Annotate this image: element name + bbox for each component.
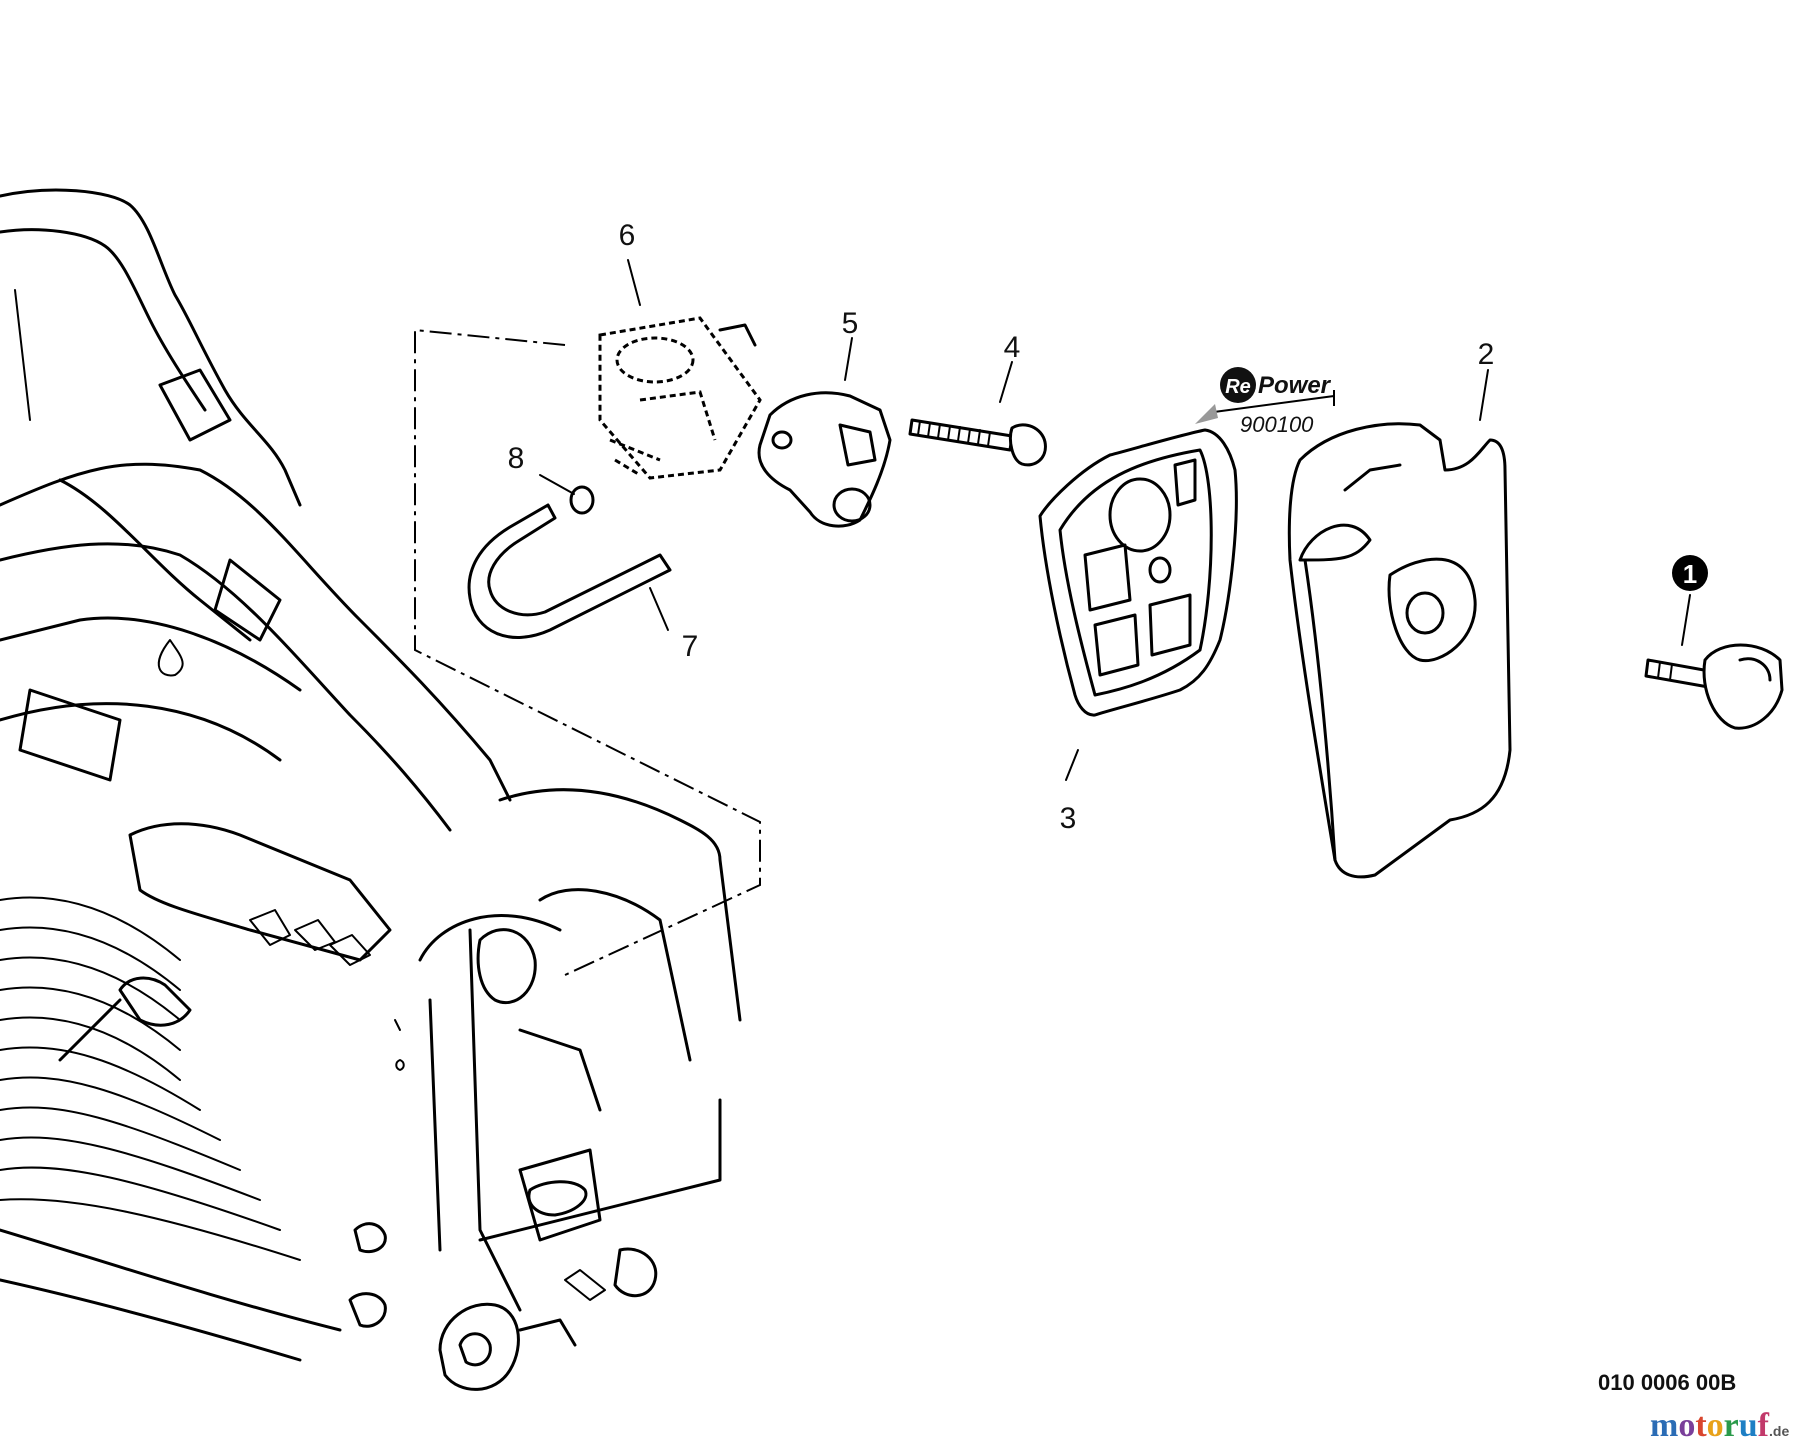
assembly-bracket-line <box>414 328 761 976</box>
watermark-letter: o <box>1707 1407 1724 1444</box>
watermark: motoruf.de <box>1650 1407 1789 1444</box>
o-ring-part-8 <box>569 485 595 515</box>
carburetor-part-6 <box>598 316 762 480</box>
cylinder-fins <box>0 896 301 1261</box>
repower-triangle-icon <box>1195 404 1218 424</box>
callout-2: 2 <box>1478 338 1495 371</box>
knob-screw-part-1 <box>1644 643 1784 730</box>
callout-4: 4 <box>1004 331 1021 364</box>
document-id: 010 0006 00B <box>1598 1370 1736 1395</box>
repower-part-number: 900100 <box>1240 412 1314 437</box>
callout-5: 5 <box>842 307 859 340</box>
fuel-hose-part-7 <box>467 503 672 639</box>
watermark-letter: u <box>1739 1407 1758 1444</box>
callout-1-badge: 1 <box>1672 555 1708 591</box>
watermark-letter: o <box>1678 1407 1695 1444</box>
callout-3: 3 <box>1060 802 1077 835</box>
repower-arrow-icon <box>1213 390 1335 413</box>
watermark-text: motoruf <box>1650 1407 1770 1444</box>
callout-6: 6 <box>619 219 636 252</box>
screw-part-4 <box>908 418 1047 467</box>
repower-brand-re: Re <box>1225 376 1251 398</box>
intake-flange-part-5 <box>757 391 892 528</box>
svg-text:motoruf.de: motoruf.de <box>1650 1407 1789 1444</box>
watermark-suffix: .de <box>1769 1423 1789 1439</box>
saw-housing-drawing <box>0 188 742 1391</box>
air-filter-part-3 <box>1038 428 1238 717</box>
repower-logo: Re Power 900100 <box>1195 367 1335 437</box>
watermark-letter: m <box>1650 1407 1678 1444</box>
leader-lines <box>539 259 1691 781</box>
callout-8: 8 <box>508 442 525 475</box>
callout-1: 1 <box>1683 559 1697 589</box>
filter-cover-part-2 <box>1287 422 1512 879</box>
watermark-letter: f <box>1758 1407 1770 1444</box>
callout-7: 7 <box>682 630 699 663</box>
repower-brand-power: Power <box>1258 372 1332 399</box>
watermark-letter: t <box>1695 1407 1707 1444</box>
watermark-letter: r <box>1724 1407 1739 1444</box>
